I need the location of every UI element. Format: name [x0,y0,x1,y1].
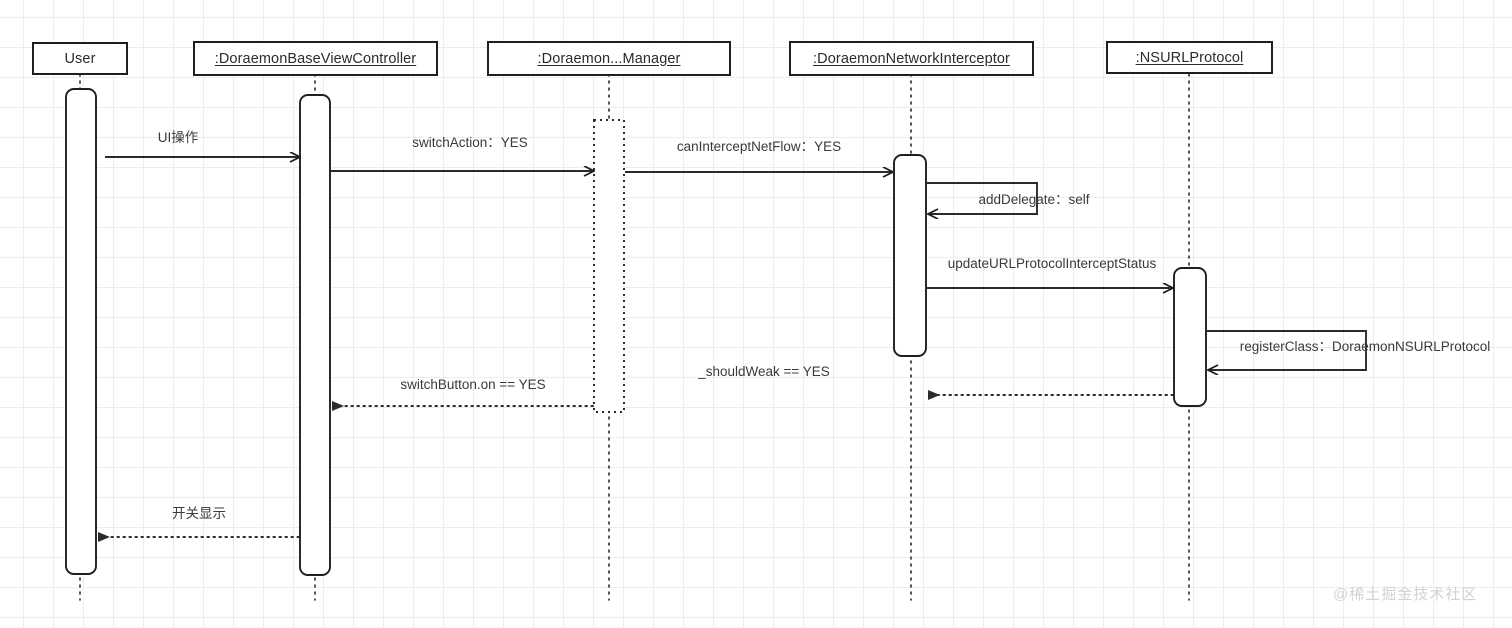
participant-header-basevc[interactable]: :DoraemonBaseViewController [193,41,438,76]
activation-interceptor [893,154,927,357]
participant-label-user: User [64,50,96,67]
message-label-ui-operation: UI操作 [157,130,199,145]
activation-user [65,88,97,575]
participant-label-manager: :Doraemon...Manager [537,50,681,67]
activation-bars [65,88,1207,576]
message-label-add-delegate: addDelegate：self [978,192,1090,207]
message-line-register-class [1207,330,1367,370]
message-label-should-weak: _shouldWeak == YES [698,364,830,379]
participant-label-interceptor: :DoraemonNetworkInterceptor [813,50,1010,67]
activation-manager [593,119,625,413]
participant-label-nsurl: :NSURLProtocol [1135,49,1244,66]
participant-header-nsurl[interactable]: :NSURLProtocol [1106,41,1273,74]
message-label-switch-display: 开关显示 [172,506,226,521]
messages [98,157,1367,542]
participant-header-manager[interactable]: :Doraemon...Manager [487,41,731,76]
message-label-switch-action: switchAction：YES [412,135,528,150]
message-label-can-intercept-net-flow: canInterceptNetFlow：YES [676,139,842,154]
message-label-update-url-protocol-intercept-status: updateURLProtocolInterceptStatus [947,256,1157,271]
activation-nsurl [1173,267,1207,407]
watermark: @稀土掘金技术社区 [1333,586,1478,603]
message-line-add-delegate [927,182,1038,214]
lifelines [79,73,1190,601]
participant-label-basevc: :DoraemonBaseViewController [214,50,417,67]
message-label-register-class: registerClass：DoraemonNSURLProtocol [1239,339,1491,354]
message-label-switch-button-on: switchButton.on == YES [400,377,546,392]
participant-header-interceptor[interactable]: :DoraemonNetworkInterceptor [789,41,1034,76]
participant-header-user[interactable]: User [32,42,128,75]
activation-basevc [299,94,331,576]
